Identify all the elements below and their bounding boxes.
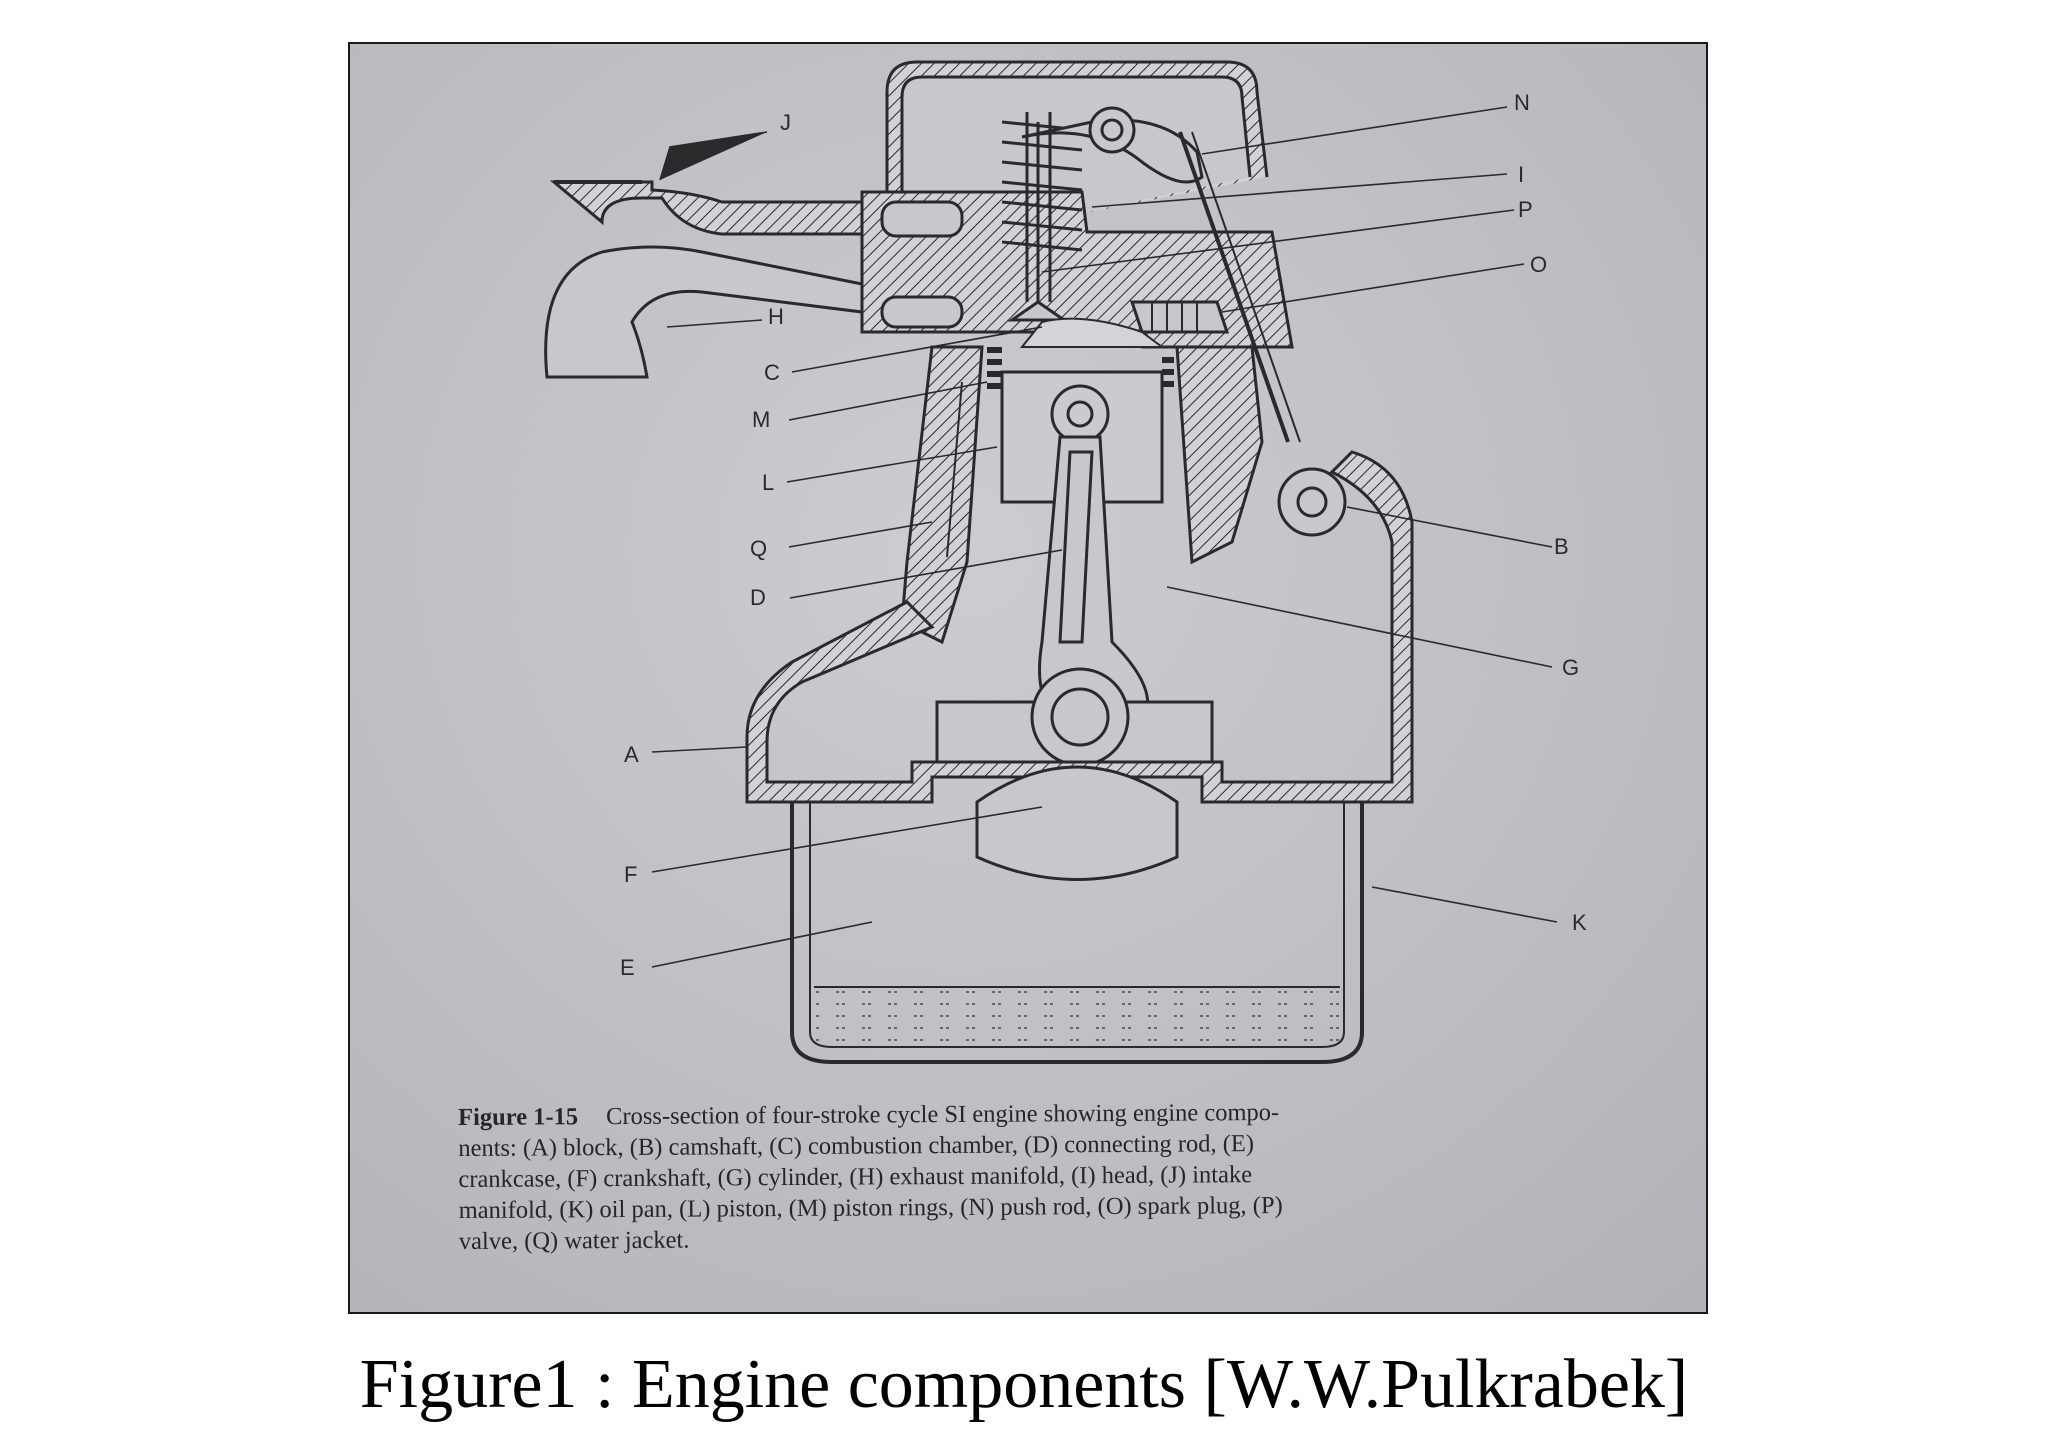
camshaft	[1277, 467, 1347, 537]
leader-lines	[651, 106, 1558, 968]
water-jacket	[946, 381, 963, 558]
rocker-arm	[1021, 118, 1204, 184]
label-e: E	[620, 955, 635, 980]
crankshaft	[975, 765, 1179, 881]
label-l: L	[762, 470, 774, 495]
figure-photo: J N I P O H C M L Q D B G A F K E	[348, 42, 1708, 1314]
label-c: C	[764, 360, 780, 385]
label-b: B	[1554, 534, 1569, 559]
oil-pan	[790, 802, 1364, 1064]
exhaust-manifold	[544, 245, 864, 379]
engine-block-right	[1175, 345, 1264, 565]
label-g: G	[1562, 655, 1579, 680]
label-h: H	[768, 304, 784, 329]
combustion-chamber	[1019, 317, 1165, 348]
spark-plug	[1129, 300, 1230, 334]
label-p: P	[1518, 197, 1533, 222]
label-d: D	[750, 585, 766, 610]
figure-caption-text: Cross-section of four-stroke cycle SI en…	[458, 1098, 1283, 1255]
label-m: M	[752, 407, 770, 432]
slide-caption: Figure1 : Engine components [W.W.Pulkrab…	[359, 1346, 1689, 1423]
label-o: O	[1530, 252, 1547, 277]
engine-cross-section-diagram: J N I P O H C M L Q D B G A F K E	[350, 44, 1706, 1312]
figure-number: Figure 1-15	[458, 1103, 579, 1131]
piston-rings	[987, 347, 1174, 389]
valve	[1007, 122, 1069, 322]
label-q: Q	[750, 536, 767, 561]
label-k: K	[1572, 910, 1587, 935]
oil-level	[814, 987, 1340, 1045]
engine-drawing	[544, 60, 1414, 1064]
label-a: A	[624, 742, 639, 767]
label-i: I	[1518, 162, 1524, 187]
label-f: F	[624, 862, 637, 887]
push-rod	[1178, 131, 1290, 443]
label-j: J	[780, 110, 791, 135]
part-labels: J N I P O H C M L Q D B G A F K E	[620, 90, 1587, 980]
crankcase-block	[745, 450, 1414, 804]
label-n: N	[1514, 90, 1530, 115]
intake-manifold	[549, 180, 864, 236]
